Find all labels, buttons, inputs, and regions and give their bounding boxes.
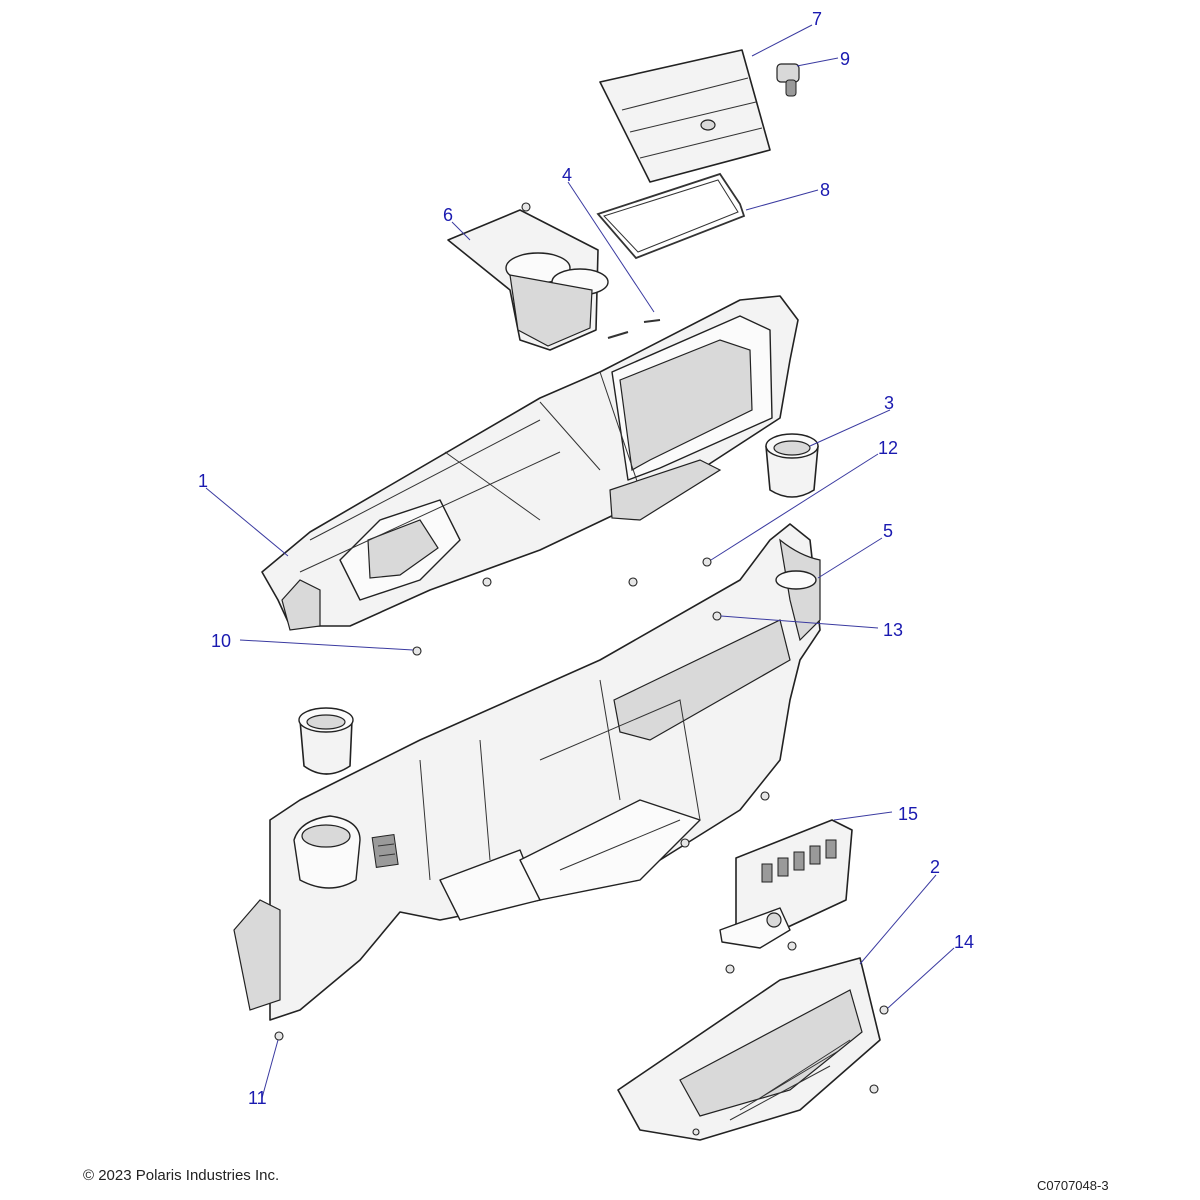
leader-8 [745,189,819,211]
part-1-upper-dash-panel [261,295,799,631]
fastener-misc-f [787,941,797,951]
part-2-storage-tray [617,957,881,1141]
part-4-screws [607,319,661,339]
part-3-cupholder-insert [765,433,819,498]
callout-11: 11 [248,1088,267,1108]
callout-10: 10 [211,631,231,651]
part-7-glove-box-door [599,49,771,183]
part-6-cupholder-bezel [447,202,609,351]
callout-8: 8 [820,180,830,200]
leader-3 [809,409,891,447]
part-5-lower-dash [233,523,821,1021]
leader-6 [451,221,471,241]
callout-12: 12 [878,438,898,458]
fastener-misc-e [725,964,735,974]
fastener-14 [879,1005,889,1015]
fastener-10 [412,646,422,656]
callout-5: 5 [883,521,893,541]
callout-13: 13 [883,620,903,640]
fastener-13 [712,611,722,621]
leader-5 [817,537,883,579]
callout-1: 1 [198,471,208,491]
leader-9 [796,57,839,67]
leader-13 [720,615,879,629]
part-15-switch-panel [719,819,853,949]
callout-labels: 1 2 3 4 5 6 7 8 9 10 11 12 13 14 15 [198,9,974,1108]
callout-7: 7 [812,9,822,29]
fastener-misc-c [760,791,770,801]
leader-12 [710,453,879,561]
part-9-latch [776,63,800,97]
leader-10 [239,639,414,651]
leader-lines [205,24,955,1099]
leader-7 [751,24,813,57]
cupholder-insert-left [298,707,354,775]
fastener-misc-g [869,1084,879,1094]
part-8-seal [596,172,746,260]
switch-slots [761,839,837,883]
fastener-misc-d [680,838,690,848]
fastener-12 [702,557,712,567]
callout-3: 3 [884,393,894,413]
callout-2: 2 [930,857,940,877]
fastener-11 [274,1031,284,1041]
drawing-number: C0707048-3 [1037,1178,1109,1193]
fastener-misc-a [482,577,492,587]
leader-15 [833,811,893,821]
callout-4: 4 [562,165,572,185]
callout-15: 15 [898,804,918,824]
copyright-notice: © 2023 Polaris Industries Inc. [83,1167,279,1184]
leader-1 [205,487,289,557]
callout-6: 6 [443,205,453,225]
fastener-misc-b [628,577,638,587]
callout-14: 14 [954,932,974,952]
leader-11 [261,1039,279,1099]
leader-14 [887,947,955,1009]
callout-9: 9 [840,49,850,69]
leader-2 [859,874,937,965]
leader-4 [567,181,655,313]
